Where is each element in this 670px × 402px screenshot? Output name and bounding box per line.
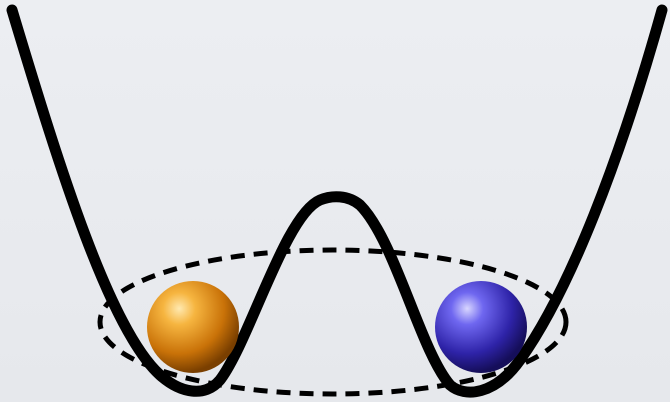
potential-curve [6,4,668,398]
orbit-ellipse [97,247,569,397]
blue-ball [435,281,527,373]
orange-ball [147,281,239,373]
